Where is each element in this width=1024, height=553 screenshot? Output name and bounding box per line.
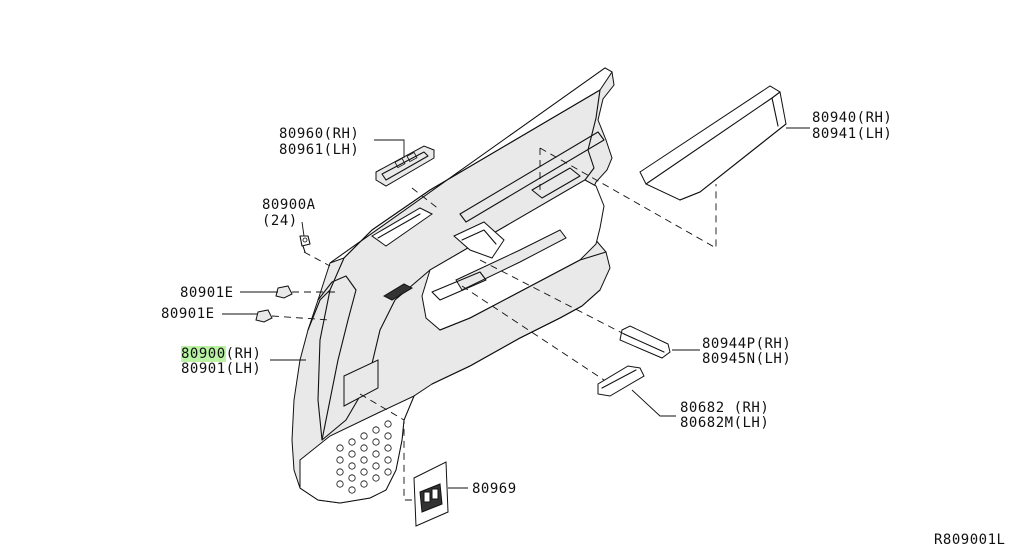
clip-80901E-upper — [275, 285, 293, 299]
window-switch-finisher-part — [413, 461, 449, 527]
part-label-80901-lh: 80901(LH) — [181, 361, 262, 377]
switch-finisher-part — [375, 145, 435, 187]
door-trim-panel — [291, 67, 615, 504]
clip-80901E-lower — [255, 309, 273, 323]
pocket-finisher-part — [597, 365, 645, 397]
part-label-80945N-lh: 80945N(LH) — [702, 351, 792, 367]
part-label-80944P-rh: 80944P(RH) — [702, 336, 792, 352]
upper-molding-part — [639, 85, 787, 201]
part-label-80941-lh: 80941(LH) — [812, 126, 893, 142]
highlighted-part-number: 80900 — [181, 346, 226, 362]
part-label-80900A: 80900A — [262, 197, 316, 213]
leader-lines — [222, 127, 810, 489]
part-label-80682M-lh: 80682M(LH) — [680, 415, 770, 431]
clip-80900A — [299, 235, 311, 253]
speaker-grille — [336, 420, 392, 494]
part-label-80940-rh: 80940(RH) — [812, 110, 893, 126]
assembly-lines — [271, 147, 717, 501]
part-label-80961-lh: 80961(LH) — [279, 142, 360, 158]
part-label-80969: 80969 — [472, 481, 517, 497]
part-label-80900A-qty: (24) — [262, 213, 298, 229]
part-label-80682-rh: 80682 (RH) — [680, 400, 770, 416]
part-label-80960-rh: 80960(RH) — [279, 126, 360, 142]
part-label-80901E-upper: 80901E — [180, 285, 234, 301]
part-label-80900-rh: 80900(RH) — [181, 346, 262, 362]
part-label-80901E-lower: 80901E — [161, 306, 215, 322]
pull-cup-finisher-part — [619, 325, 671, 359]
diagram-reference-code: R809001L — [934, 532, 1006, 548]
